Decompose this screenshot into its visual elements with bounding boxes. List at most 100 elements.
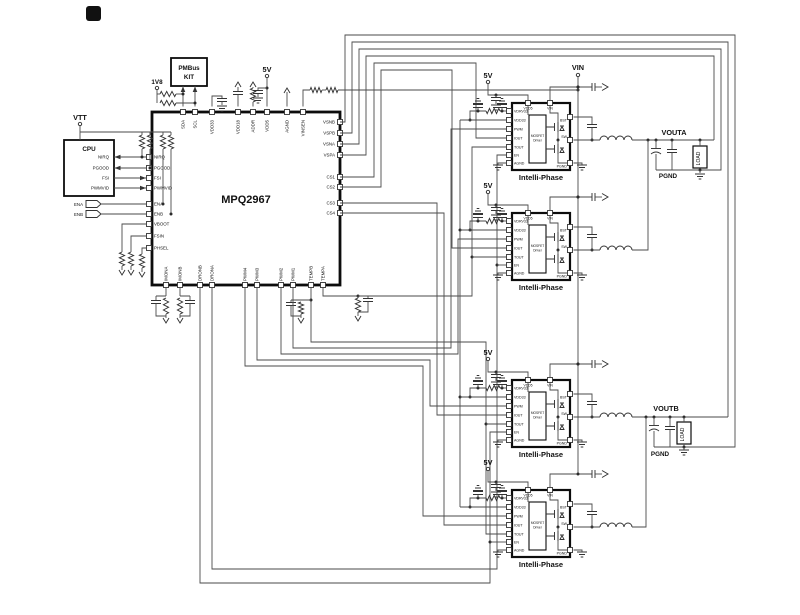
label-labels-ena: ENA <box>74 202 83 207</box>
capacitor <box>217 98 227 102</box>
v1v8-label: 1V8 <box>151 79 163 86</box>
net-imon <box>155 295 166 300</box>
junction-dot <box>576 195 580 199</box>
pin-square <box>284 109 290 115</box>
resistor <box>159 134 167 150</box>
net-pgnd <box>573 162 583 165</box>
label-cpu-pins-1: PGOOD <box>93 166 109 171</box>
pgnd-b-label: PGND <box>651 451 670 458</box>
label-phase-pins_left-2: PWM <box>514 237 523 241</box>
capacitor <box>491 207 501 211</box>
pin-square <box>567 391 573 397</box>
label-controller-pins_right-6: CS3 <box>326 201 335 206</box>
resistor <box>118 251 126 267</box>
ground-arrow-icon <box>601 470 609 478</box>
label-controller-pins_bottom-2: DRONB <box>198 265 203 281</box>
capacitor <box>591 193 596 201</box>
pin-square <box>567 524 573 530</box>
net-pwm3 <box>256 288 506 407</box>
label-controller-pins_left-2: FSI <box>154 176 161 181</box>
net-vin <box>549 196 592 211</box>
label-phase-pins_right-0: BST <box>560 506 568 510</box>
label-phase-driver-1: Driver <box>533 416 542 420</box>
label-controller-pins_left-8: PHSEL <box>154 246 169 251</box>
net-int <box>549 215 559 232</box>
resistor <box>485 217 501 225</box>
label-phase-pins_right-0: BST <box>560 396 568 400</box>
pin-square <box>146 245 152 251</box>
phase1-block <box>510 101 572 172</box>
mosfet-ls <box>546 254 559 264</box>
net-phase2-out <box>632 140 649 251</box>
net-pgnd <box>573 439 583 442</box>
ground-arrow-icon <box>354 315 362 322</box>
mosfet-ls-diode <box>559 147 565 153</box>
terminal-circle <box>154 85 160 91</box>
load-a-label: LOAD <box>696 151 702 165</box>
inductor-coil <box>599 522 633 528</box>
label-controller-pins_left-4: ENA <box>154 202 163 207</box>
ground-icon <box>473 98 483 104</box>
mosfet-ls <box>546 531 559 541</box>
net-phsel <box>141 247 147 254</box>
enable-connector-icon <box>85 210 102 218</box>
capacitor <box>587 401 597 405</box>
ground-icon <box>493 551 503 558</box>
supply-arrow-icon <box>234 81 242 88</box>
label-phase-pins_left-5: EN <box>514 540 519 544</box>
label-phase-pins_left-6: AGND <box>514 438 525 442</box>
ground-icon <box>473 485 483 491</box>
label-controller-pins_right-1: VSPB <box>323 131 335 136</box>
label-controller-pins_bottom-1: IMONB <box>178 267 183 281</box>
corner-logo-mark <box>86 6 101 21</box>
label-phase-pins_right-1: SW <box>561 412 567 416</box>
pin-square <box>146 175 152 181</box>
pin-square <box>506 539 512 545</box>
label-phase-pins_right-1: SW <box>561 135 567 139</box>
net-vdrv <box>469 497 486 507</box>
phase4-driver-block <box>528 501 547 551</box>
pin-square <box>567 247 573 253</box>
voutb-label: VOUTB <box>653 404 679 413</box>
cpu-block <box>63 139 115 197</box>
label-controller-pins_top-3: VDD18 <box>236 119 241 134</box>
net-dronb <box>199 288 506 584</box>
inductor-coil <box>599 412 633 418</box>
pin-square <box>163 282 169 288</box>
net-5v <box>487 83 529 101</box>
ground-icon <box>577 164 587 171</box>
ground-icon <box>695 173 705 180</box>
ground-arrow-icon <box>138 271 146 278</box>
net-cs2 <box>340 69 506 249</box>
label-pmbus-line2: KIT <box>184 74 194 81</box>
pin-square <box>290 282 296 288</box>
label-controller-pins_top-4: ADDR <box>251 120 256 132</box>
net-vboot <box>121 223 147 252</box>
net-vinsen <box>302 89 310 107</box>
capacitor <box>491 97 501 101</box>
label-phase-pins_left-1: VDD33 <box>514 118 526 122</box>
net-tempb <box>290 305 302 318</box>
net-int <box>557 264 568 274</box>
capacitor <box>497 491 507 495</box>
resistor <box>485 494 501 502</box>
ground-arrow-icon <box>118 269 126 276</box>
net-tempa <box>358 301 369 313</box>
pin-square <box>264 109 270 115</box>
label-phase-pins_left-0: VDRV33 <box>514 496 528 500</box>
junction-dot <box>181 92 185 96</box>
resistor <box>485 107 501 115</box>
label-phase-driver-0: MOSFET <box>531 244 544 248</box>
label-phase-driver-1: Driver <box>533 526 542 530</box>
net-int <box>557 431 568 441</box>
pin-square <box>506 421 512 427</box>
label-phase-pins_left-0: VDRV33 <box>514 386 528 390</box>
capacitor <box>473 491 483 495</box>
pin-square <box>250 109 256 115</box>
label-controller-pins_bottom-3: DRONA <box>210 265 215 281</box>
label-phase-pins_left-6: AGND <box>514 161 525 165</box>
phase2-v5-label: 5V <box>484 181 493 190</box>
pin-square <box>146 221 152 227</box>
label-controller-pins_right-3: VSPA <box>324 153 335 158</box>
